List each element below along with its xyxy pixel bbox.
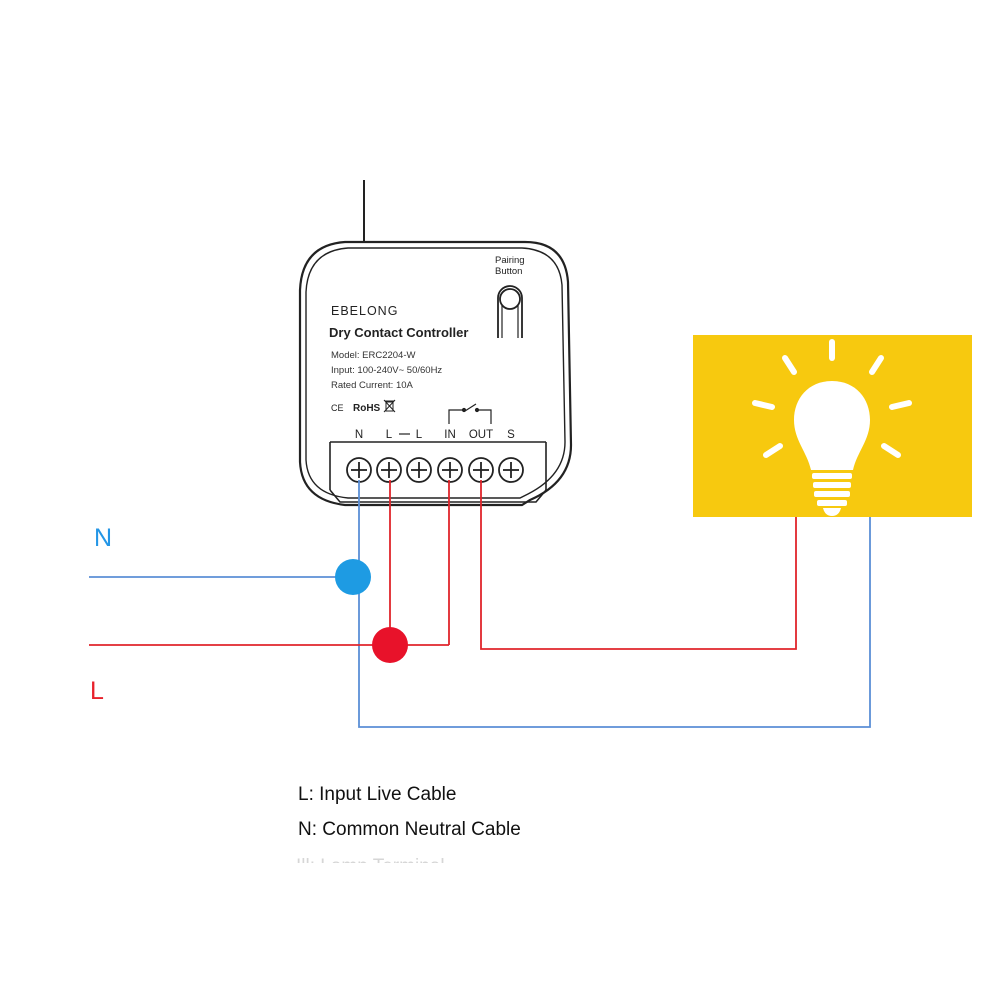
pairing-button-label-1: Pairing	[495, 255, 525, 266]
device-model: Model: ERC2204-W	[331, 350, 416, 361]
neutral-wire-label: N	[94, 524, 112, 552]
light-bulb-icon	[752, 339, 912, 516]
screw-terminal-s	[498, 457, 524, 483]
legend-neutral: N: Common Neutral Cable	[298, 819, 521, 840]
terminal-label-out: OUT	[469, 429, 493, 441]
pairing-button-label-2: Button	[495, 266, 522, 277]
screw-terminal-n	[346, 457, 372, 483]
live-wiring	[89, 480, 797, 650]
device-brand: EBELONG	[331, 304, 398, 318]
screw-terminal-l1	[376, 457, 402, 483]
ce-mark: CE	[331, 403, 344, 413]
pairing-button	[497, 285, 523, 338]
screw-terminal-l2	[406, 457, 432, 483]
device-title: Dry Contact Controller	[329, 325, 468, 340]
neutral-wiring	[89, 480, 871, 728]
screw-terminal-out	[468, 457, 494, 483]
screw-terminal-in	[437, 457, 463, 483]
terminal-label-s: S	[507, 429, 515, 441]
live-junction-dot	[372, 627, 408, 663]
dry-contact-controller	[298, 240, 573, 507]
relay-contact-symbol	[448, 403, 492, 424]
weee-bin-icon	[383, 399, 396, 413]
legend-partial-line: Ill: Lamp Terminal	[296, 849, 546, 863]
rohs-mark: RoHS	[353, 403, 381, 414]
legend-live: L: Input Live Cable	[298, 784, 457, 805]
terminal-label-l1: L	[386, 429, 393, 441]
live-wire-label: L	[90, 677, 104, 705]
terminal-label-l2: L	[416, 429, 423, 441]
neutral-junction-dot	[335, 559, 371, 595]
device-input: Input: 100-240V~ 50/60Hz	[331, 365, 442, 376]
device-rated-current: Rated Current: 10A	[331, 380, 414, 391]
terminal-label-n: N	[355, 429, 363, 441]
terminal-label-in: IN	[444, 429, 456, 441]
